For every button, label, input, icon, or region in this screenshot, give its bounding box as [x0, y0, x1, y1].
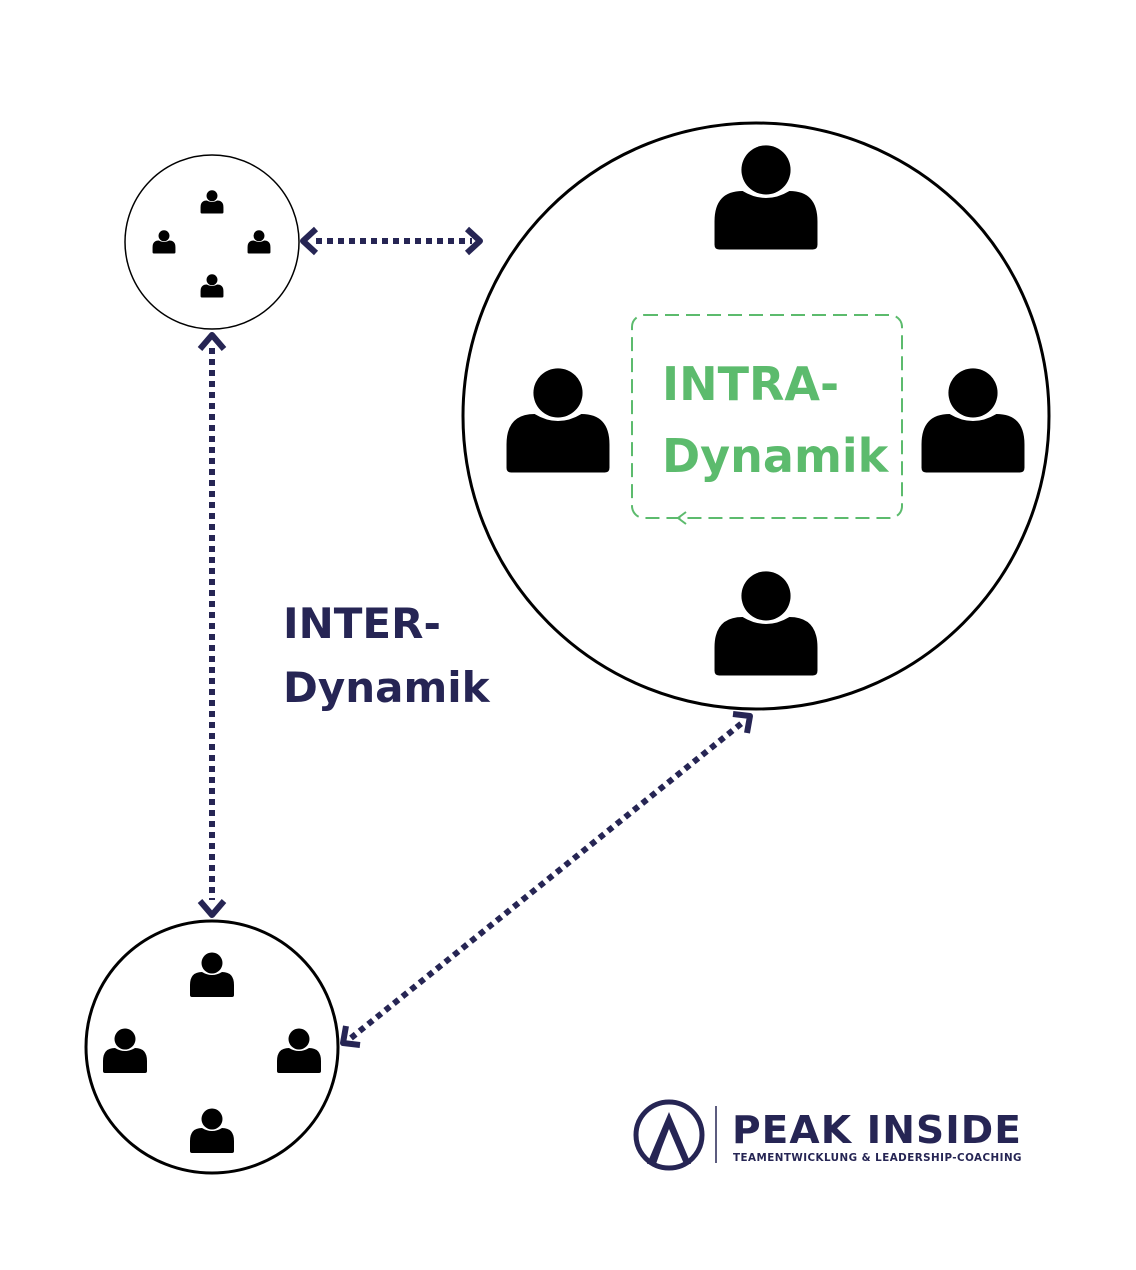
arrow-medium-to-large — [340, 711, 753, 1048]
mountain-peak-icon — [647, 1112, 691, 1164]
peak-inside-logo: PEAK INSIDE TEAMENTWICKLUNG & LEADERSHIP… — [633, 1099, 1022, 1171]
logo-tagline: TEAMENTWICKLUNG & LEADERSHIP-COACHING — [733, 1151, 1022, 1164]
medium-group-circle — [84, 919, 340, 1175]
person-icon — [103, 1028, 147, 1073]
person-icon — [200, 274, 224, 298]
arrow-small-to-medium — [197, 332, 227, 918]
intra-label-line2: Dynamik — [662, 429, 890, 483]
person-icon — [152, 230, 176, 254]
intra-label-line1: INTRA- — [662, 357, 839, 411]
person-icon — [190, 1108, 234, 1153]
person-icon — [200, 190, 224, 214]
inter-arrows — [197, 226, 753, 1048]
inter-label-line1: INTER- — [283, 599, 441, 648]
small-group-circle — [124, 154, 300, 330]
logo-name: PEAK INSIDE — [732, 1108, 1022, 1152]
person-icon — [277, 1028, 321, 1073]
medium-group — [84, 919, 340, 1175]
person-icon — [921, 368, 1025, 473]
intra-cycle-arrowhead — [676, 511, 687, 525]
person-icon — [714, 571, 818, 676]
arrow-small-to-large — [300, 226, 483, 256]
small-group — [124, 154, 300, 330]
person-icon — [247, 230, 271, 254]
person-icon — [190, 952, 234, 997]
inter-label-line2: Dynamik — [283, 663, 491, 712]
large-group-circle — [461, 121, 1051, 711]
large-group: INTRA- Dynamik — [461, 121, 1051, 711]
intra-dashed-box — [631, 314, 903, 519]
person-icon — [506, 368, 610, 473]
person-icon — [714, 145, 818, 250]
mountain-logo-icon — [633, 1099, 705, 1171]
